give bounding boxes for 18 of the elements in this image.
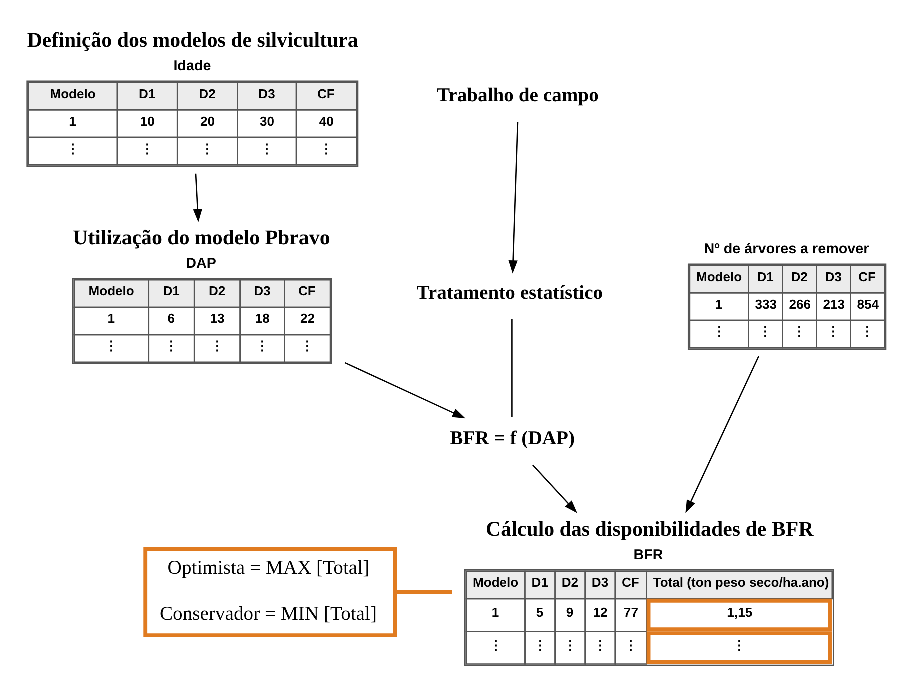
connector [512, 319, 513, 418]
node-label: DAP [186, 256, 216, 272]
node-label: Idade [174, 58, 212, 75]
node-label: Utilização do modelo Pbravo [73, 225, 330, 250]
node-label: Definição dos modelos de silvicultura [27, 28, 358, 52]
node-label: Nº de árvores a remover [704, 242, 870, 258]
connector [396, 590, 452, 594]
arrow [508, 122, 519, 274]
arrow [193, 174, 202, 222]
node-text: BFR = f (DAP) [450, 428, 576, 450]
node-text: Tratamento estatístico [416, 282, 604, 304]
node-text: Trabalho de campo [437, 86, 599, 107]
arrow [686, 356, 760, 514]
arrow [532, 464, 578, 514]
node-label: BFR [634, 547, 664, 564]
arrow [344, 362, 466, 419]
node-box: Optimista = MAX [Total] Conservador = MIN [Total] [144, 547, 398, 638]
node-label: Cálculo das disponibilidades de BFR [486, 516, 814, 541]
